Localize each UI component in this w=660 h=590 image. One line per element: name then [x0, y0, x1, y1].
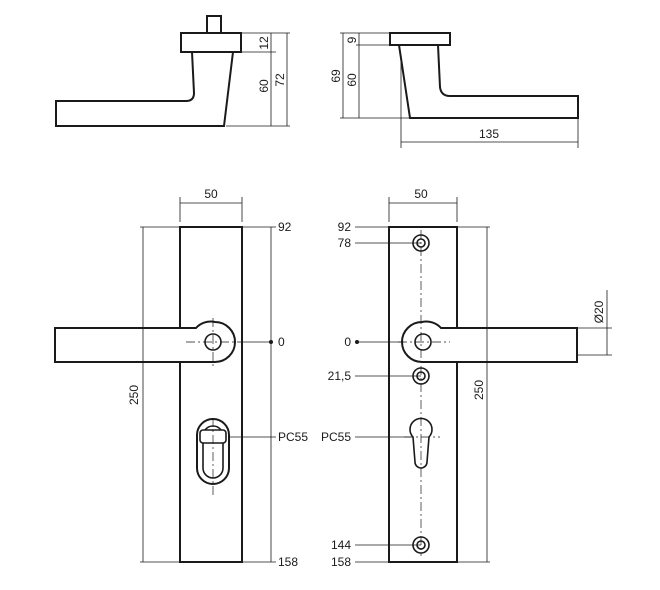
- back-plate: [179, 226, 243, 563]
- rose-cap: [389, 32, 451, 46]
- label-top: 92: [338, 220, 352, 234]
- dim-plate-width: 50: [204, 187, 218, 201]
- label-top: 92: [278, 220, 292, 234]
- dim-plate-length: 250: [472, 380, 486, 400]
- top-right-side-view: 9 69 60 135: [329, 32, 579, 148]
- label-screw-middle: 21,5: [328, 369, 352, 383]
- label-center: 0: [278, 335, 285, 349]
- rose-cap: [180, 32, 242, 53]
- label-cylinder: PC55: [321, 430, 351, 444]
- label-screw-bottom: 144: [331, 538, 351, 552]
- dim-plate-length: 250: [127, 385, 141, 405]
- dim-rose-diameter: Ø20: [592, 300, 606, 323]
- front-right-view: 50 250 Ø20 92 78 0 21,5 PC55 144 158: [321, 187, 612, 569]
- label-center: 0: [344, 335, 351, 349]
- label-screw-top: 78: [338, 236, 352, 250]
- top-left-side-view: 12 60 72: [55, 15, 290, 127]
- back-plate: [388, 226, 458, 563]
- spindle-stub: [206, 15, 222, 34]
- dim-lever-length: 135: [479, 127, 499, 141]
- lever-profile: [55, 51, 235, 127]
- lever-profile: [397, 44, 579, 119]
- label-bottom: 158: [278, 555, 298, 569]
- lever-front: [401, 320, 578, 363]
- front-left-view: 50 250 92 0 PC55 158: [54, 187, 308, 569]
- dim-total-height: 69: [329, 69, 343, 83]
- dim-body-height: 60: [257, 79, 271, 93]
- dim-plate-width: 50: [414, 187, 428, 201]
- lever-front: [54, 320, 236, 363]
- keyhole-cutout: [409, 417, 433, 469]
- label-cylinder: PC55: [278, 430, 308, 444]
- dim-rose-height: 9: [345, 36, 359, 43]
- dim-body-height: 60: [345, 73, 359, 87]
- label-bottom: 158: [331, 555, 351, 569]
- dim-total-height: 72: [273, 73, 287, 87]
- dim-rose-height: 12: [257, 36, 271, 50]
